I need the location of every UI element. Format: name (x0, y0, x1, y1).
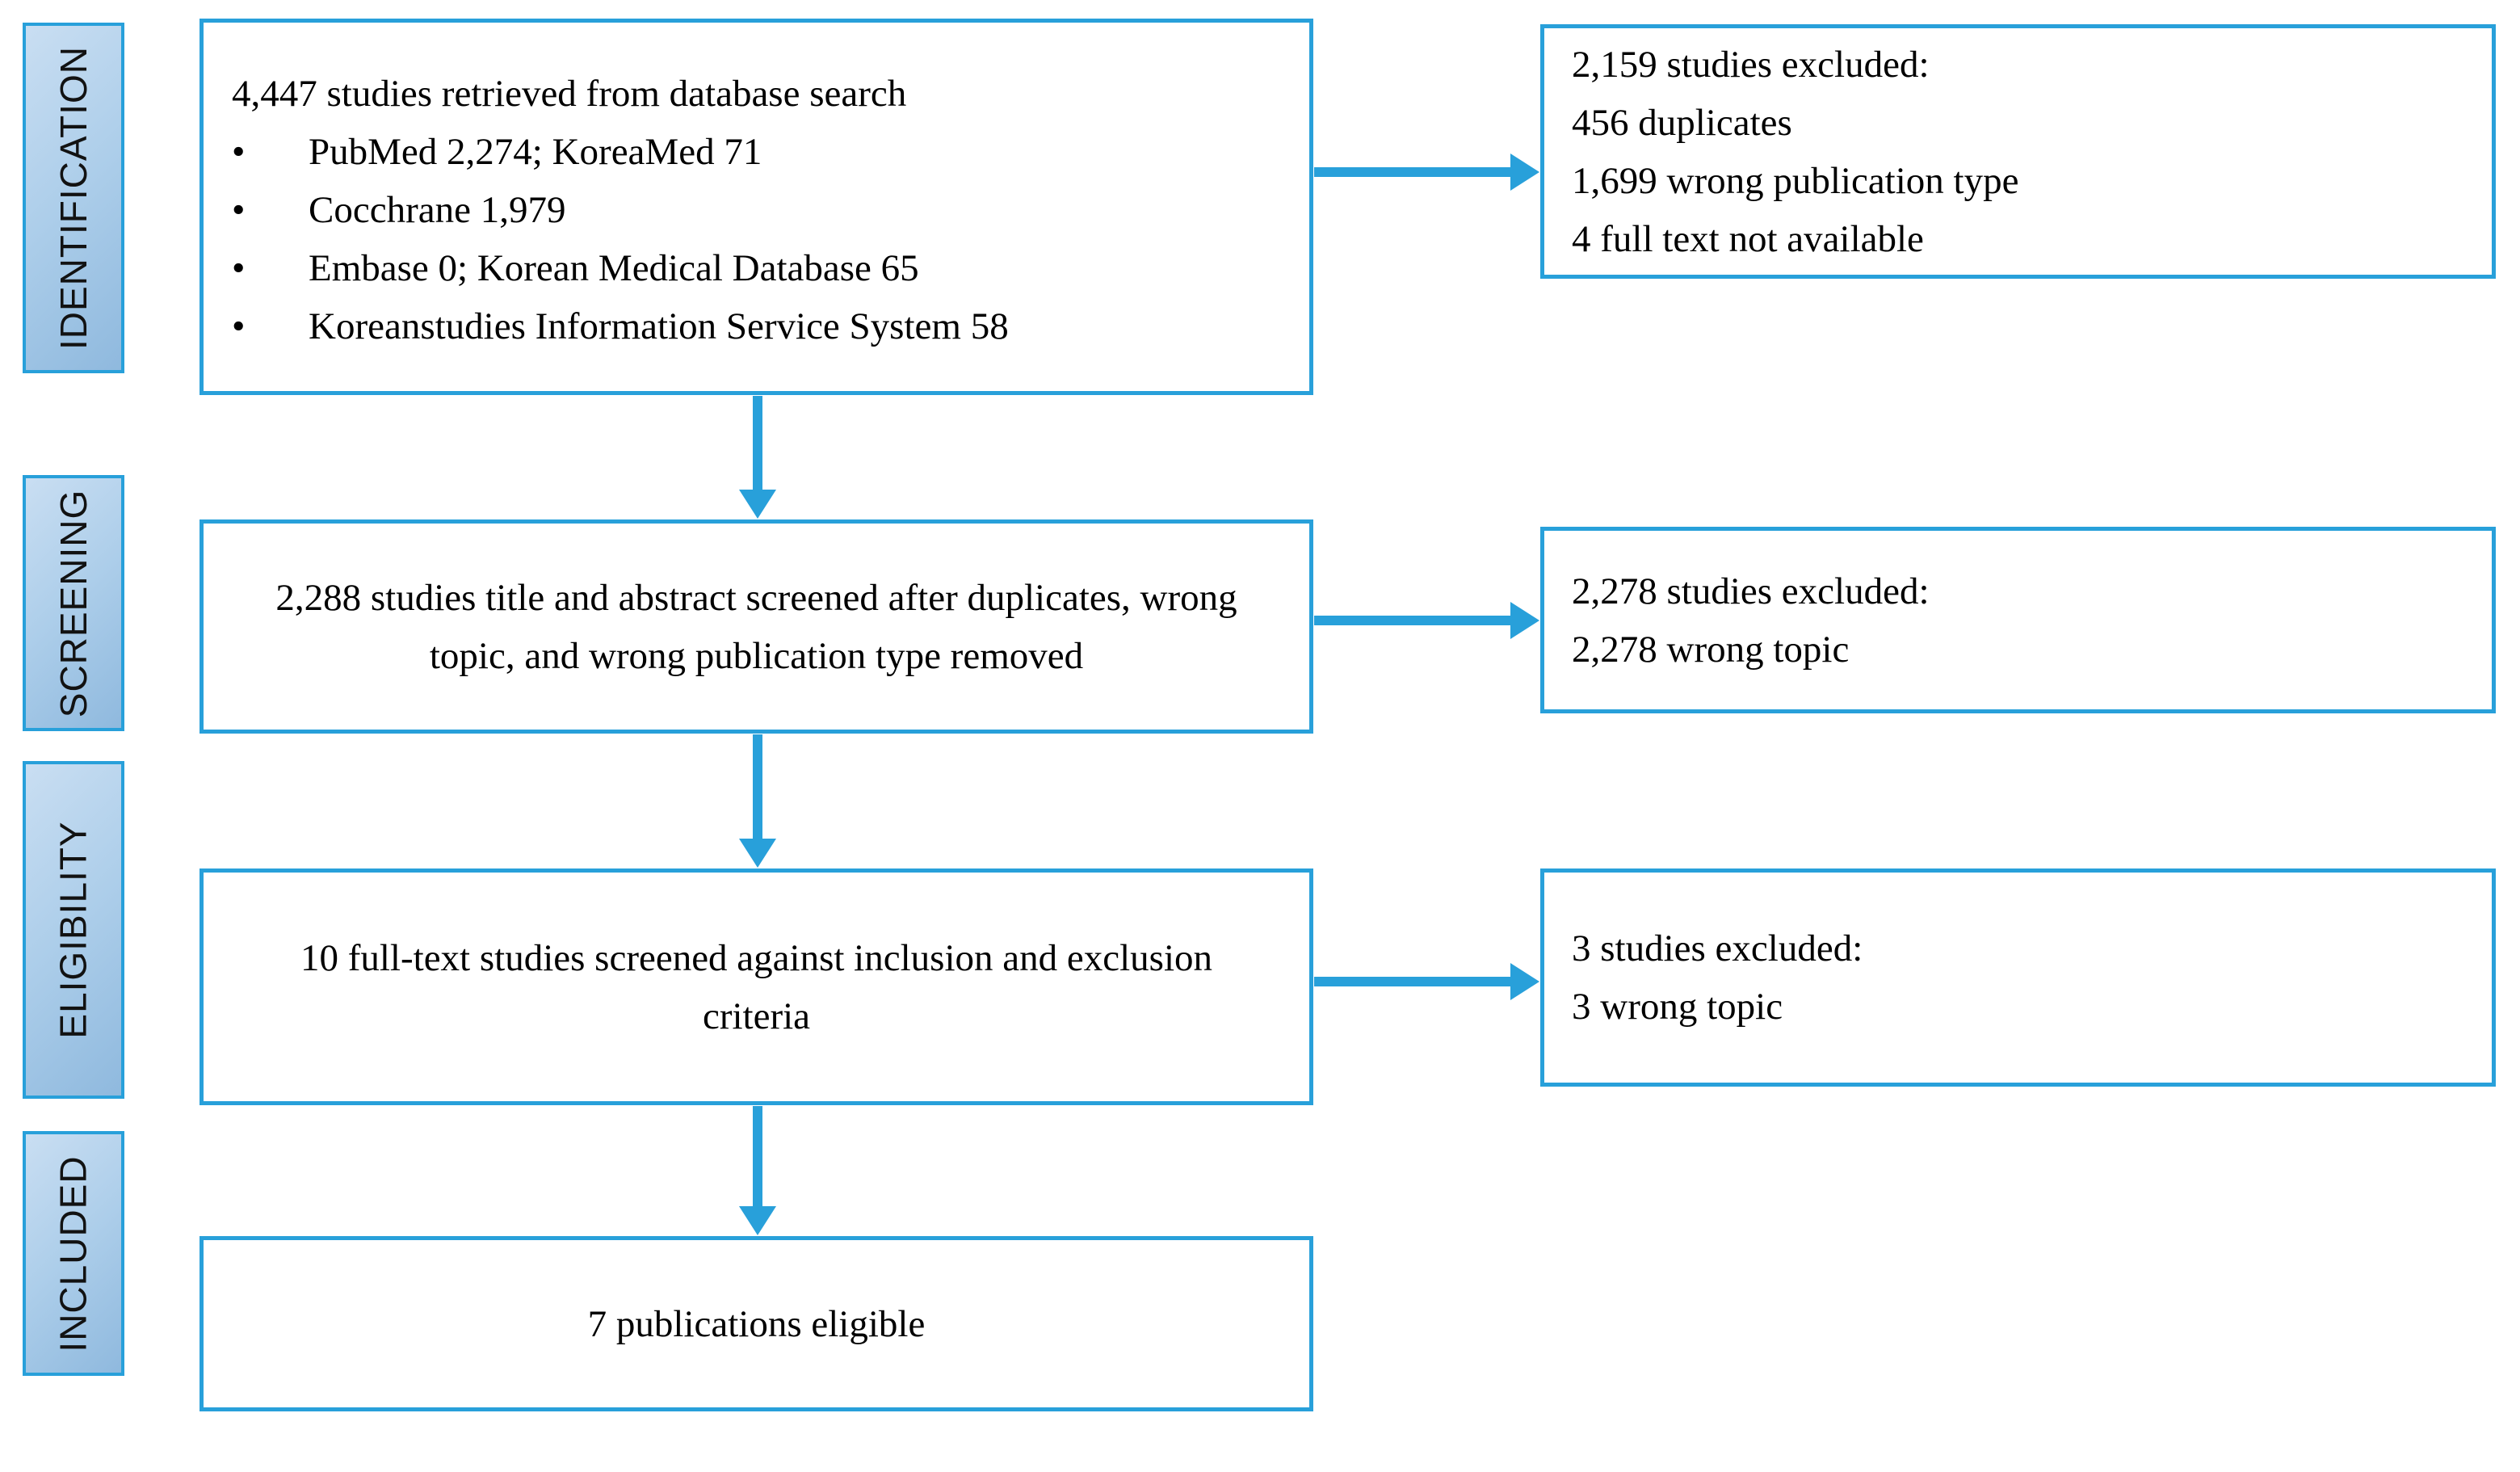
source-bullet-cochrane: • Cocchrane 1,979 (232, 181, 1285, 239)
bullet-icon: • (232, 131, 246, 173)
exclusion-line: 2,278 wrong topic (1572, 628, 1850, 671)
exclusion-line: 3 studies excluded: (1572, 927, 1863, 969)
arrow-identification-to-screening (738, 396, 777, 519)
stage-label-eligibility-text: ELIGIBILITY (52, 821, 94, 1039)
box-fulltext-screened-text: 10 full-text studies screened against in… (300, 936, 1213, 1037)
box-publications-eligible: 7 publications eligible (200, 1236, 1313, 1411)
stage-label-screening: SCREENING (23, 475, 124, 731)
source-bullet-kiss: • Koreanstudies Information Service Syst… (232, 297, 1285, 355)
bullet-icon: • (232, 247, 246, 289)
box-excluded-identification: 2,159 studies excluded: 456 duplicates 1… (1540, 24, 2496, 279)
stage-label-included-text: INCLUDED (52, 1154, 94, 1352)
box-excluded-eligibility: 3 studies excluded: 3 wrong topic (1540, 868, 2496, 1087)
box-title-abstract-screened-text: 2,288 studies title and abstract screene… (275, 576, 1237, 677)
stage-label-included: INCLUDED (23, 1131, 124, 1376)
source-bullet-text: Cocchrane 1,979 (309, 189, 566, 231)
box-title-abstract-screened: 2,288 studies title and abstract screene… (200, 519, 1313, 734)
box-studies-retrieved-title: 4,447 studies retrieved from database se… (232, 73, 907, 115)
arrow-identification-to-excluded (1314, 153, 1539, 191)
arrow-screening-to-excluded (1314, 601, 1539, 640)
source-bullet-text: Embase 0; Korean Medical Database 65 (309, 247, 919, 289)
source-bullet-pubmed-koreamed: • PubMed 2,274; KoreaMed 71 (232, 123, 1285, 181)
source-bullet-text: PubMed 2,274; KoreaMed 71 (309, 131, 762, 173)
bullet-icon: • (232, 189, 246, 231)
arrow-eligibility-to-excluded (1314, 962, 1539, 1001)
stage-label-eligibility: ELIGIBILITY (23, 761, 124, 1099)
arrow-eligibility-to-included (738, 1106, 777, 1235)
exclusion-line: 4 full text not available (1572, 217, 1924, 260)
box-excluded-screening: 2,278 studies excluded: 2,278 wrong topi… (1540, 527, 2496, 713)
stage-label-screening-text: SCREENING (52, 489, 95, 717)
bullet-icon: • (232, 305, 246, 347)
exclusion-line: 3 wrong topic (1572, 986, 1783, 1028)
source-bullet-embase-kmd: • Embase 0; Korean Medical Database 65 (232, 239, 1285, 297)
exclusion-line: 2,278 studies excluded: (1572, 570, 1930, 612)
box-studies-retrieved: 4,447 studies retrieved from database se… (200, 19, 1313, 395)
exclusion-line: 2,159 studies excluded: (1572, 43, 1930, 86)
box-publications-eligible-text: 7 publications eligible (587, 1302, 926, 1345)
exclusion-line: 1,699 wrong publication type (1572, 159, 2019, 202)
stage-label-identification: IDENTIFICATION (23, 23, 124, 373)
source-bullet-text: Koreanstudies Information Service System… (309, 305, 1009, 347)
arrow-screening-to-eligibility (738, 734, 777, 868)
exclusion-line: 456 duplicates (1572, 101, 1792, 144)
box-fulltext-screened: 10 full-text studies screened against in… (200, 868, 1313, 1105)
stage-label-identification-text: IDENTIFICATION (52, 45, 94, 351)
